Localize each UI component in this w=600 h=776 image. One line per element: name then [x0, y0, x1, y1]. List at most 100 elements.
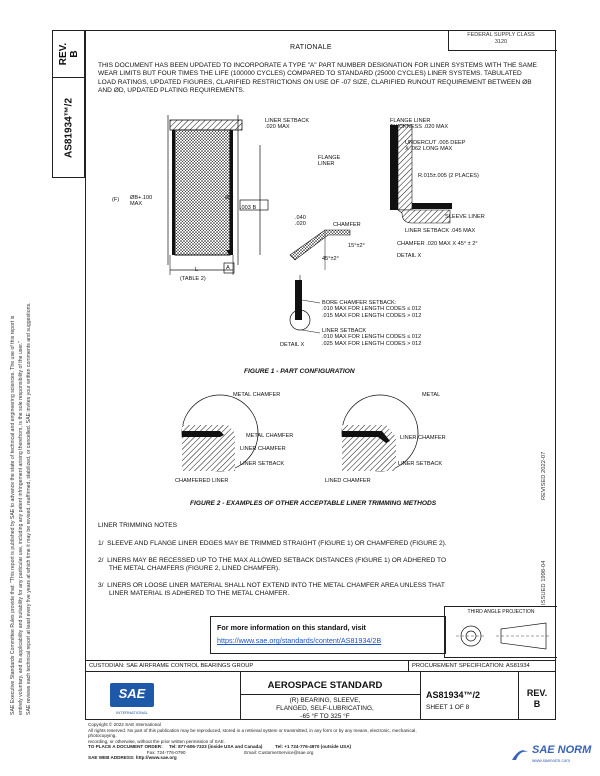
fig1-chamfer: CHAMFER	[333, 222, 361, 228]
fig2-liner-setback-left: LINER SETBACK	[240, 461, 285, 467]
footer-line-2: All rights reserved. No part of this pub…	[88, 727, 417, 739]
fig1-sleeve-liner: SLEEVE LINER	[445, 214, 485, 220]
footer-line-3: recording, or otherwise, without the pri…	[88, 738, 226, 744]
fig2-chamfered-liner: CHAMFERED LINER	[175, 478, 229, 484]
watermark-sub: www.saenorm.com	[532, 758, 571, 763]
copyright-footer: Copyright © 2022 SAE International All r…	[88, 722, 438, 761]
side-legal-text: SAE Executive Standards Committee Rules …	[8, 180, 86, 720]
fig2-lined-chamfer: LINED CHAMFER	[325, 478, 371, 484]
fig1-angle-45: 45°±2°	[322, 256, 339, 262]
standard-title: AEROSPACE STANDARD	[267, 680, 383, 691]
figure-2-caption: FIGURE 2 - EXAMPLES OF OTHER ACCEPTABLE …	[190, 500, 437, 507]
titleblock-doc-number: AS81934™/2	[426, 690, 481, 700]
fig1-dia-d: ØD	[225, 195, 234, 201]
saenorm-watermark: SAE NORM www.saenorm.com	[510, 744, 596, 766]
revision-date-line-1: FEDERAL SUPPLY CLASS	[467, 32, 535, 38]
fig1-undercut: UNDERCUT .005 DEEP X .062 LONG MAX	[405, 140, 466, 153]
note-3: 3/ LINERS OR LOOSE LINER MATERIAL SHALL …	[98, 582, 445, 598]
standard-link[interactable]: https://www.sae.org/standards/content/AS…	[217, 636, 382, 645]
footer-line-4: TO PLACE A DOCUMENT ORDER: Tel: 877-606-…	[88, 744, 352, 749]
side-doc-number: AS81934™/2	[63, 97, 74, 158]
side-rev-box: REV. B	[52, 30, 85, 78]
fig1-length-l: L	[195, 267, 199, 273]
revision-dates: FEDERAL SUPPLY CLASS 3120	[448, 32, 554, 46]
note-2: 2/ LINERS MAY BE RECESSED UP TO THE MAX …	[98, 557, 447, 573]
notes-title: LINER TRIMMING NOTES	[98, 522, 178, 529]
datum-a-frame	[223, 262, 235, 274]
more-info-text: For more information on this standard, v…	[217, 623, 366, 632]
footer-line-5: Fax: 724-776-0790 Email: CustomerService…	[88, 749, 314, 755]
sleeve-wall-right	[230, 130, 233, 255]
revision-date-box	[448, 30, 557, 51]
procurement-spec: PROCUREMENT SPECIFICATION: AS81934	[412, 663, 530, 669]
revision-date-line-2: 3120	[494, 39, 508, 45]
fig1-chamfer-dims: .040 .020	[295, 215, 306, 228]
chamfer-detail-shape	[289, 229, 351, 261]
flange-liner-vertical	[390, 125, 398, 210]
third-angle-projection-icon	[456, 622, 549, 650]
figure-1-drawing	[167, 115, 452, 334]
titleblock-row-1: CUSTODIAN: SAE AIRFRAME CONTROL BEARINGS…	[85, 660, 556, 672]
sleeve-liner-section	[174, 129, 231, 256]
titleblock-divider-c	[420, 672, 421, 720]
flange-metal-vertical	[397, 124, 413, 211]
sleeve-metal-horizontal	[397, 209, 451, 224]
titleblock-sheet: SHEET 1 OF 8	[426, 704, 470, 711]
standard-description: (R) BEARING, SLEEVE, FLANGED, SELF-LUBRI…	[276, 697, 374, 720]
fig1-liner-setback-codes: LINER SETBACK .010 MAX FOR LENGTH CODES …	[322, 328, 422, 347]
fig1-table-2: (TABLE 2)	[180, 276, 206, 282]
fig2-left-liner	[182, 431, 224, 437]
titleblock-divider-e	[240, 694, 420, 695]
drawing-frame	[85, 30, 556, 720]
projection-box: THIRD ANGLE PROJECTION	[444, 606, 557, 658]
runout-frame	[239, 199, 269, 211]
datum-arrow	[226, 250, 232, 255]
bore-setback-leader	[301, 299, 321, 304]
side-rev-label: REV. B	[57, 42, 80, 66]
footer-line-1: Copyright © 2022 SAE International	[88, 722, 161, 727]
note-1: 1/ SLEEVE AND FLANGE LINER EDGES MAY BE …	[98, 540, 447, 547]
fig1-flange-liner: FLANGE LINER	[318, 155, 341, 168]
fig1-liner-setback-max: LINER SETBACK .045 MAX	[405, 228, 476, 234]
fig1-runout: .003 B	[240, 205, 257, 211]
legal-line-3: SAE reviews each technical report at lea…	[26, 302, 32, 716]
titleblock-divider-d	[518, 672, 519, 720]
titleblock-divider-a	[408, 660, 409, 672]
more-info-box: For more information on this standard, v…	[210, 616, 446, 654]
fig1-flange-mark: (F)	[112, 197, 120, 203]
sae-logo-text: SAE	[118, 686, 146, 701]
fig1-dia-b-plus: ØB+.100 MAX	[130, 195, 153, 208]
legal-line-2: entirely voluntary, and its applicabilit…	[18, 341, 24, 715]
liner-setback-leader	[301, 329, 321, 334]
custodian: CUSTODIAN: SAE AIRFRAME CONTROL BEARINGS…	[89, 663, 254, 669]
watermark-title: SAE NORM	[532, 744, 592, 756]
fig2-metal-chamfer: METAL CHAMFER	[246, 433, 294, 439]
projection-label: THIRD ANGLE PROJECTION	[467, 609, 535, 615]
sae-logo-sub: INTERNATIONAL	[116, 710, 148, 715]
rationale-title: RATIONALE	[290, 44, 332, 51]
fig1-detail-marker: DETAIL X	[280, 342, 305, 348]
fig2-liner-chamfer-left: LINER CHAMFER	[240, 446, 286, 452]
setback-liner-section	[295, 280, 302, 320]
footer-line-6: SAE WEB ADDRESS: http://www.sae.org	[88, 755, 177, 760]
legal-line-1: SAE Executive Standards Committee Rules …	[10, 315, 16, 715]
figure-2-drawing	[181, 394, 419, 472]
fig1-flange-liner-thickness: FLANGE LINER THICKNESS .020 MAX	[390, 118, 449, 131]
titleblock-divider-b	[240, 672, 241, 720]
rationale-text: THIS DOCUMENT HAS BEEN UPDATED TO INCORP…	[98, 62, 537, 94]
sleeve-liner-horizontal	[412, 203, 452, 209]
watermark-emblem-icon	[512, 750, 528, 760]
fig1-chamfer-spec: CHAMFER .020 MAX X 45° ± 2°	[397, 241, 478, 247]
fig1-detail-x: DETAIL X	[397, 253, 422, 259]
flange-section	[169, 119, 243, 131]
sae-logo: SAE INTERNATIONAL	[110, 683, 154, 715]
fig1-bore-chamfer: BORE CHAMFER SETBACK: .010 MAX FOR LENGT…	[322, 300, 422, 319]
fig1-angle-15: 15°±2°	[348, 243, 365, 249]
fig1-datum-a: A	[226, 265, 230, 271]
fig2-liner-chamfer-right: LINER CHAMFER	[400, 435, 446, 441]
sleeve-wall-left	[172, 130, 175, 255]
fig2-metal-chamfer-top: METAL CHAMFER	[233, 392, 281, 398]
fig1-radius: R.015±.005 (2 PLACES)	[418, 173, 479, 179]
side-doc-number-box: AS81934™/2	[52, 78, 85, 178]
fig2-liner-setback-right: LINER SETBACK	[398, 461, 443, 467]
